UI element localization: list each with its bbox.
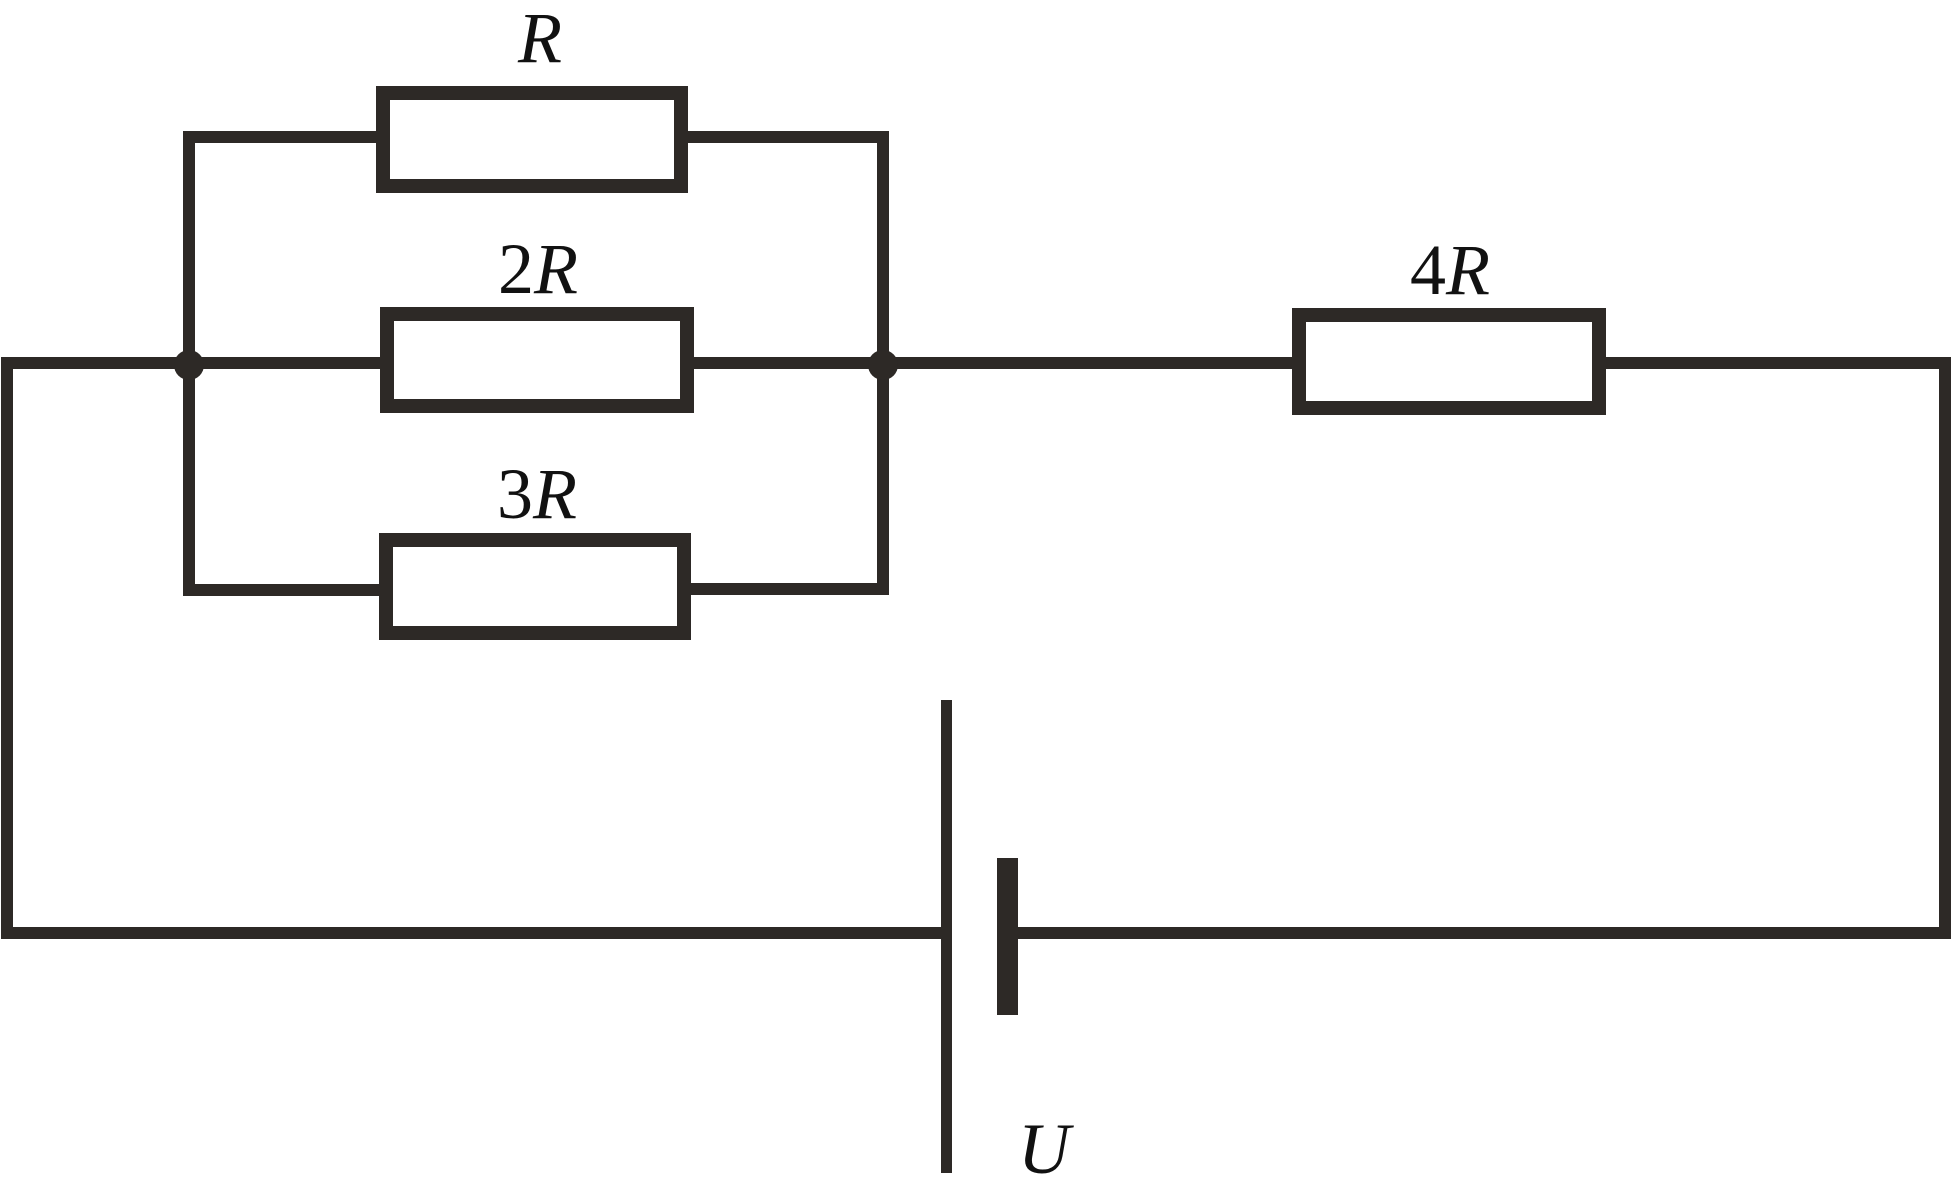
- wire-branch-bottom: [183, 357, 889, 596]
- battery-negative-plate: [997, 858, 1018, 1015]
- resistor-4r: [1292, 308, 1606, 415]
- resistor-r: [376, 86, 688, 193]
- label-r: R: [517, 0, 562, 78]
- resistor-3r: [379, 533, 691, 640]
- label-2r: 2R: [498, 229, 578, 309]
- battery-positive-plate: [941, 700, 952, 1173]
- label-voltage-u: U: [1018, 1109, 1074, 1181]
- wire-outer-left: [1, 357, 952, 939]
- resistor-2r: [380, 307, 694, 413]
- wire-branch-top: [183, 131, 889, 369]
- junction-left: [174, 350, 204, 380]
- wire-outer-right: [1001, 357, 1951, 939]
- label-4r: 4R: [1410, 230, 1490, 310]
- label-3r: 3R: [497, 454, 577, 534]
- junction-right: [868, 350, 898, 380]
